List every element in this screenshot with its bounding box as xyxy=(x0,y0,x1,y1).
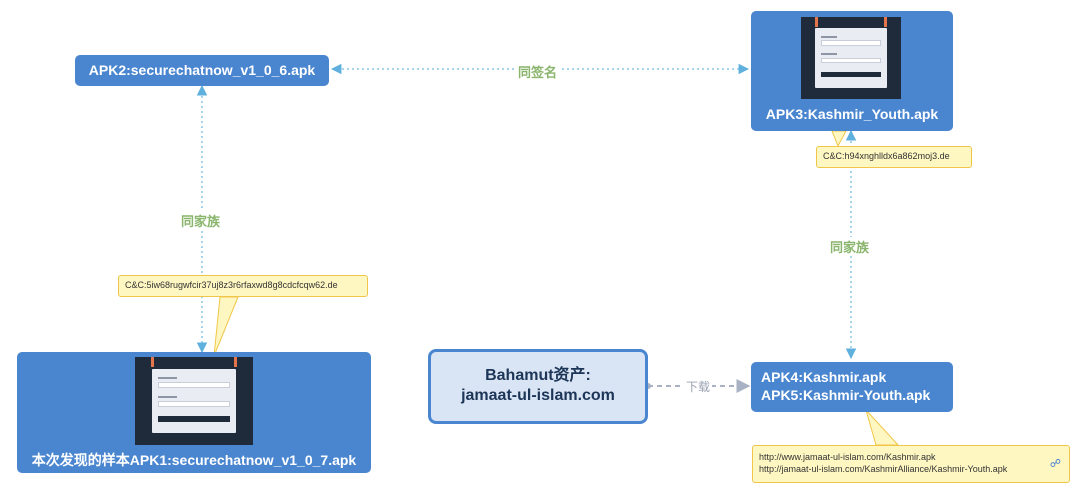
link-icon[interactable]: ☍ xyxy=(1049,458,1061,470)
edge-label-download: 下载 xyxy=(684,378,713,395)
edge-label-same-family-right: 同家族 xyxy=(828,237,872,256)
node-apk5-label: APK5:Kashmir-Youth.apk xyxy=(761,387,931,403)
callout-urls-pointer xyxy=(865,409,900,446)
callout-url-1: http://www.jamaat-ul-islam.com/Kashmir.a… xyxy=(759,452,936,462)
callout-cc-apk1: C&C:5iw68rugwfcir37uj8z3r6rfaxwd8g8cdcfc… xyxy=(118,275,368,297)
callout-cc-apk3-text: C&C:h94xnghlldx6a862moj3.de xyxy=(823,151,950,161)
node-apk3[interactable]: APK3:Kashmir_Youth.apk xyxy=(751,11,953,131)
node-apk4-apk5[interactable]: APK4:Kashmir.apk APK5:Kashmir-Youth.apk xyxy=(751,362,953,412)
node-apk2-label: APK2:securechatnow_v1_0_6.apk xyxy=(88,62,316,78)
app-screenshot-apk1 xyxy=(135,357,253,445)
edge-label-same-signature: 同签名 xyxy=(516,62,560,81)
callout-urls: http://www.jamaat-ul-islam.com/Kashmir.a… xyxy=(752,445,1070,483)
node-apk3-label: APK3:Kashmir_Youth.apk xyxy=(765,106,939,122)
node-bahamut-asset-line2: jamaat-ul-islam.com xyxy=(461,387,615,404)
node-apk1-label: 本次发现的样本APK1:securechatnow_v1_0_7.apk xyxy=(31,452,357,468)
callout-url-2: http://jamaat-ul-islam.com/KashmirAllian… xyxy=(759,464,1008,474)
node-apk4-label: APK4:Kashmir.apk xyxy=(761,369,887,385)
node-bahamut-asset[interactable]: Bahamut资产: jamaat-ul-islam.com xyxy=(428,349,648,424)
app-screenshot-apk3 xyxy=(801,17,901,99)
callout-apk1-pointer xyxy=(213,296,239,357)
node-bahamut-asset-line1: Bahamut资产: xyxy=(485,367,591,384)
callout-cc-apk3: C&C:h94xnghlldx6a862moj3.de xyxy=(816,146,972,168)
node-apk2[interactable]: APK2:securechatnow_v1_0_6.apk xyxy=(75,55,329,86)
edge-label-same-family-left: 同家族 xyxy=(179,211,223,230)
callout-cc-apk1-text: C&C:5iw68rugwfcir37uj8z3r6rfaxwd8g8cdcfc… xyxy=(125,280,338,290)
callout-apk3-pointer xyxy=(831,130,847,148)
node-apk1[interactable]: 本次发现的样本APK1:securechatnow_v1_0_7.apk xyxy=(17,352,371,473)
